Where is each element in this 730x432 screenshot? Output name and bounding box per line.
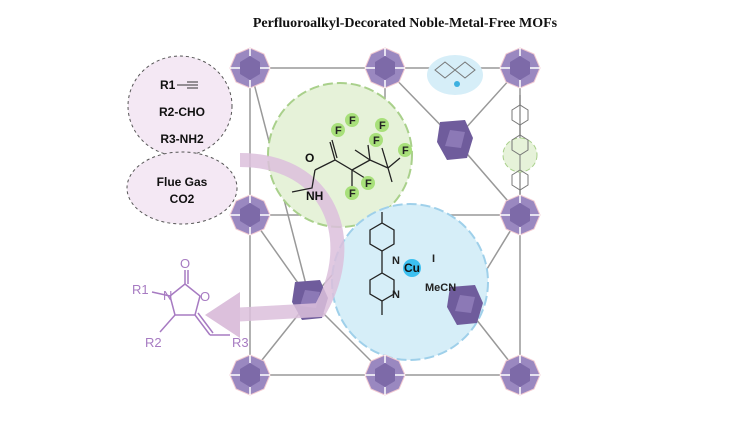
nitrogen-label: N: [392, 255, 400, 267]
carbonyl-oxygen-label: O: [305, 151, 314, 165]
linker-blue-icon: [427, 55, 483, 95]
oxazolidinone-product: O O N R1 R2 R3: [132, 256, 249, 350]
product-r1: R1: [132, 282, 149, 297]
fluorine-label: F: [379, 120, 386, 132]
metal-node: [499, 194, 541, 236]
flue-gas-bubble: [126, 151, 238, 225]
metal-node: [499, 354, 541, 396]
metal-node: [364, 354, 406, 396]
copper-label: Cu: [404, 261, 420, 275]
fluorine-label: F: [373, 135, 380, 147]
alkyne-label: R1: [160, 78, 176, 92]
product-ring-oxygen: O: [200, 289, 210, 304]
metal-node: [364, 47, 406, 89]
title: Perfluoroalkyl-Decorated Noble-Metal-Fre…: [253, 16, 558, 31]
nitrogen-label: N: [392, 289, 400, 301]
copper-pocket: [331, 203, 489, 361]
metal-node: [499, 47, 541, 89]
fluorine-label: F: [365, 178, 372, 190]
perfluoro-chain: F F F F F F F O NH: [291, 113, 412, 203]
metal-cluster: [437, 120, 473, 160]
product-r2: R2: [145, 335, 162, 350]
amide-label: NH: [306, 189, 323, 203]
iodide-label: I: [432, 253, 435, 265]
fluorine-label: F: [335, 125, 342, 137]
fluorine-label: F: [349, 188, 356, 200]
product-r3: R3: [232, 335, 249, 350]
arrow-head-icon: [205, 292, 240, 338]
phenyl-linker-icon: [511, 95, 529, 200]
acetonitrile-label: MeCN: [425, 282, 456, 294]
fluorine-label: F: [402, 145, 409, 157]
perfluoroalkyl-pocket: [267, 82, 413, 228]
metal-node: [229, 194, 271, 236]
aldehyde-label: R2-CHO: [159, 105, 205, 119]
metal-node: [229, 47, 271, 89]
co2-label: CO2: [170, 192, 195, 206]
reaction-arrow: [229, 153, 345, 322]
product-ring-nitrogen: N: [163, 288, 172, 303]
metal-node: [229, 354, 271, 396]
flue-gas-label: Flue Gas: [157, 175, 208, 189]
product-carbonyl-oxygen: O: [180, 256, 190, 271]
copper-complex: N N Cu I MeCN: [369, 212, 456, 315]
amine-label: R3-NH2: [160, 132, 204, 146]
bipyridine-linker-icon: [434, 61, 476, 79]
triple-bond-icon: [177, 81, 198, 89]
fluorine-label: F: [349, 115, 356, 127]
